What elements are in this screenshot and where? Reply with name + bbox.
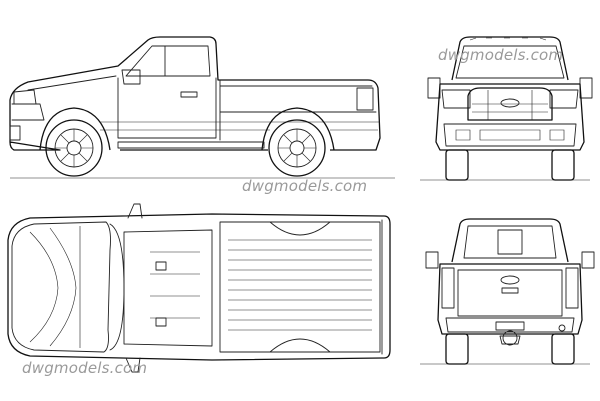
- front-mirror-left: [427, 77, 441, 99]
- top-body-outline: [7, 213, 391, 361]
- top-wheel-well-left: [269, 221, 331, 236]
- top-hood-lines: [29, 226, 81, 348]
- rear-mirror-right: [581, 251, 595, 269]
- top-roof-vent-2: [155, 317, 167, 327]
- rear-cab-outline: [451, 218, 569, 263]
- top-roof-vent-1: [155, 261, 167, 271]
- side-rear-wheel: [268, 119, 326, 177]
- top-wheel-well-right: [269, 338, 331, 353]
- side-door-handle: [180, 91, 198, 98]
- top-hood: [11, 221, 111, 353]
- side-rear-arch: [261, 107, 335, 151]
- top-view: [7, 203, 391, 373]
- top-windshield: [109, 223, 125, 351]
- rear-tailgate: [457, 269, 563, 317]
- top-mirror-left: [127, 203, 143, 219]
- rear-body-outline: [437, 263, 583, 335]
- front-tire-right: [551, 149, 575, 181]
- top-mirror-right: [125, 357, 141, 373]
- watermark-top: dwgmodels.com: [22, 359, 148, 377]
- rear-view: [420, 218, 595, 365]
- front-badge: [500, 98, 520, 108]
- top-cab-roof: [123, 229, 213, 347]
- side-bed: [219, 79, 377, 141]
- rear-license-plate: [495, 321, 525, 331]
- rear-exhaust: [558, 324, 566, 332]
- rear-tire-left: [445, 333, 469, 365]
- rear-taillight-left: [441, 267, 455, 309]
- rear-taillight-right: [565, 267, 579, 309]
- front-headlight-left: [441, 89, 471, 109]
- front-grille-bars: [472, 90, 548, 120]
- front-view: [420, 36, 593, 181]
- side-view: [9, 36, 395, 179]
- top-roof-ribs: [150, 251, 200, 319]
- side-tail-light: [356, 87, 374, 111]
- top-bed-ribs: [228, 239, 372, 331]
- side-cab-window: [125, 45, 211, 77]
- rear-mirror-left: [425, 251, 439, 269]
- side-front-wheel: [45, 119, 103, 177]
- side-door: [117, 77, 217, 139]
- front-body-outline: [435, 83, 585, 151]
- front-cab-outline: [451, 36, 569, 81]
- rear-window: [463, 225, 557, 259]
- side-running-board: [117, 141, 265, 149]
- side-bumper: [9, 125, 21, 141]
- rear-tailgate-handle: [501, 287, 519, 294]
- rear-hitch: [499, 335, 521, 345]
- front-grille-guard: [467, 87, 553, 121]
- rear-spare-tire: [502, 330, 518, 346]
- watermark-front: dwgmodels.com: [438, 46, 564, 64]
- front-tire-left: [445, 149, 469, 181]
- front-mirror-right: [579, 77, 593, 99]
- rear-bumper: [445, 317, 575, 333]
- front-windshield: [455, 45, 565, 79]
- side-body-outline: [9, 36, 381, 151]
- rear-sliding-window: [497, 229, 523, 255]
- front-bumper: [443, 123, 577, 147]
- front-headlight-right: [549, 89, 579, 109]
- top-bed: [219, 221, 381, 353]
- rear-badge: [500, 275, 520, 285]
- side-front-arch: [39, 107, 111, 151]
- front-roof-lights: [469, 37, 547, 41]
- side-body-lines: [100, 121, 380, 131]
- side-headlight: [13, 89, 37, 105]
- watermark-side: dwgmodels.com: [242, 177, 368, 195]
- front-bumper-details: [455, 129, 565, 141]
- side-mirror: [121, 69, 141, 85]
- rear-tire-right: [551, 333, 575, 365]
